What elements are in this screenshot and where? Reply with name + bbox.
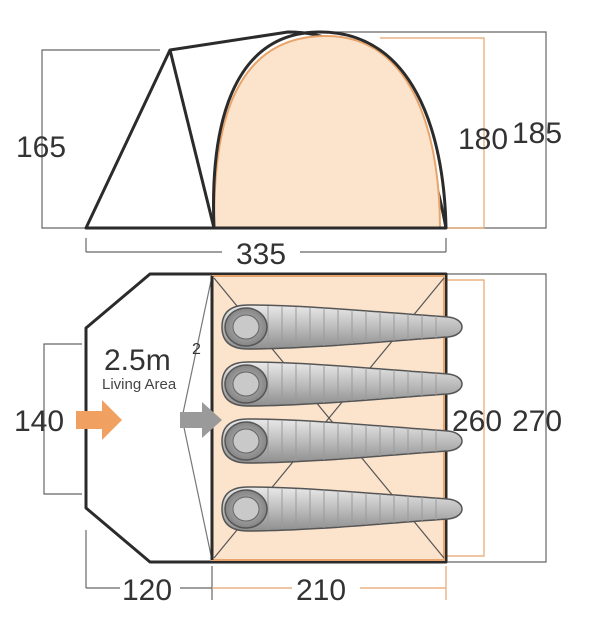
dim-label-165: 165 <box>16 131 66 164</box>
inner-tent-side <box>212 34 442 229</box>
dome-pole <box>212 30 448 229</box>
dim-line-260 <box>446 279 485 557</box>
dim-line-165 <box>41 49 160 229</box>
side-view: 165 180 185 <box>16 30 562 230</box>
plan-view: 2.5m 2 Living Area 140 260 270 <box>14 272 562 564</box>
living-area-value: 2.5m <box>104 344 171 377</box>
dim-label-185: 185 <box>512 117 562 150</box>
dim-label-335: 335 <box>236 238 286 271</box>
depth-dimensions: 120 210 <box>85 530 447 607</box>
entrance-arrow-icon <box>76 400 122 440</box>
dim-label-260: 260 <box>452 405 502 438</box>
dim-label-210: 210 <box>296 574 346 607</box>
length-dimension: 335 <box>85 238 447 271</box>
dim-line-180 <box>380 37 485 229</box>
dim-label-270: 270 <box>512 405 562 438</box>
dim-label-140: 140 <box>14 405 64 438</box>
living-area-label: Living Area <box>102 376 177 393</box>
dim-label-120: 120 <box>122 574 172 607</box>
living-area-superscript: 2 <box>192 341 201 358</box>
dim-line-185 <box>292 31 547 229</box>
dim-line-140 <box>43 343 82 495</box>
dim-label-180: 180 <box>458 123 508 156</box>
inner-door-arrow-icon <box>180 402 222 438</box>
dim-line-270 <box>446 273 547 563</box>
porch-pole <box>168 49 216 229</box>
